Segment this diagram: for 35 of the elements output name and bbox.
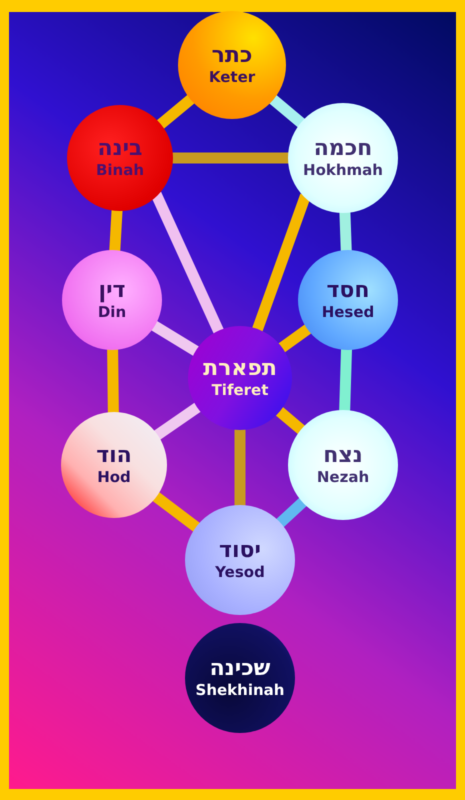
transliteration: Hod [97, 468, 131, 486]
connecting-line [234, 428, 246, 507]
connecting-line [339, 210, 352, 252]
transliteration: Keter [208, 68, 256, 86]
connecting-line [171, 152, 290, 164]
connecting-line [268, 94, 306, 128]
connecting-line [275, 496, 308, 528]
transliteration: Hokhmah [303, 161, 383, 180]
connecting-line [252, 194, 311, 333]
transliteration: Binah [96, 161, 144, 180]
hebrew-name: שכינה [210, 656, 270, 682]
connecting-line [152, 402, 202, 441]
connecting-line [277, 324, 312, 354]
hebrew-name: בינה [98, 136, 142, 162]
hebrew-name: נצח [323, 444, 363, 468]
hebrew-name: כתר [212, 44, 252, 68]
connecting-line [109, 208, 123, 252]
hebrew-name: הוד [96, 444, 132, 468]
connecting-line [156, 94, 196, 130]
transliteration: Hesed [322, 303, 374, 322]
connecting-line [151, 491, 201, 532]
hebrew-name: חסד [326, 278, 370, 304]
hebrew-name: חכמה [314, 136, 372, 162]
hebrew-name: דין [98, 278, 126, 304]
transliteration: Shekhinah [196, 681, 284, 700]
connecting-line [274, 406, 306, 435]
transliteration: Tiferet [212, 381, 268, 400]
connecting-line [150, 320, 200, 357]
transliteration: Nezah [316, 468, 370, 486]
connecting-line [339, 348, 352, 412]
connecting-line [151, 192, 224, 335]
transliteration: Yesod [215, 563, 265, 582]
hebrew-name: יסוד [219, 538, 261, 564]
hebrew-name: תפארת [203, 356, 277, 382]
transliteration: Din [98, 303, 126, 322]
